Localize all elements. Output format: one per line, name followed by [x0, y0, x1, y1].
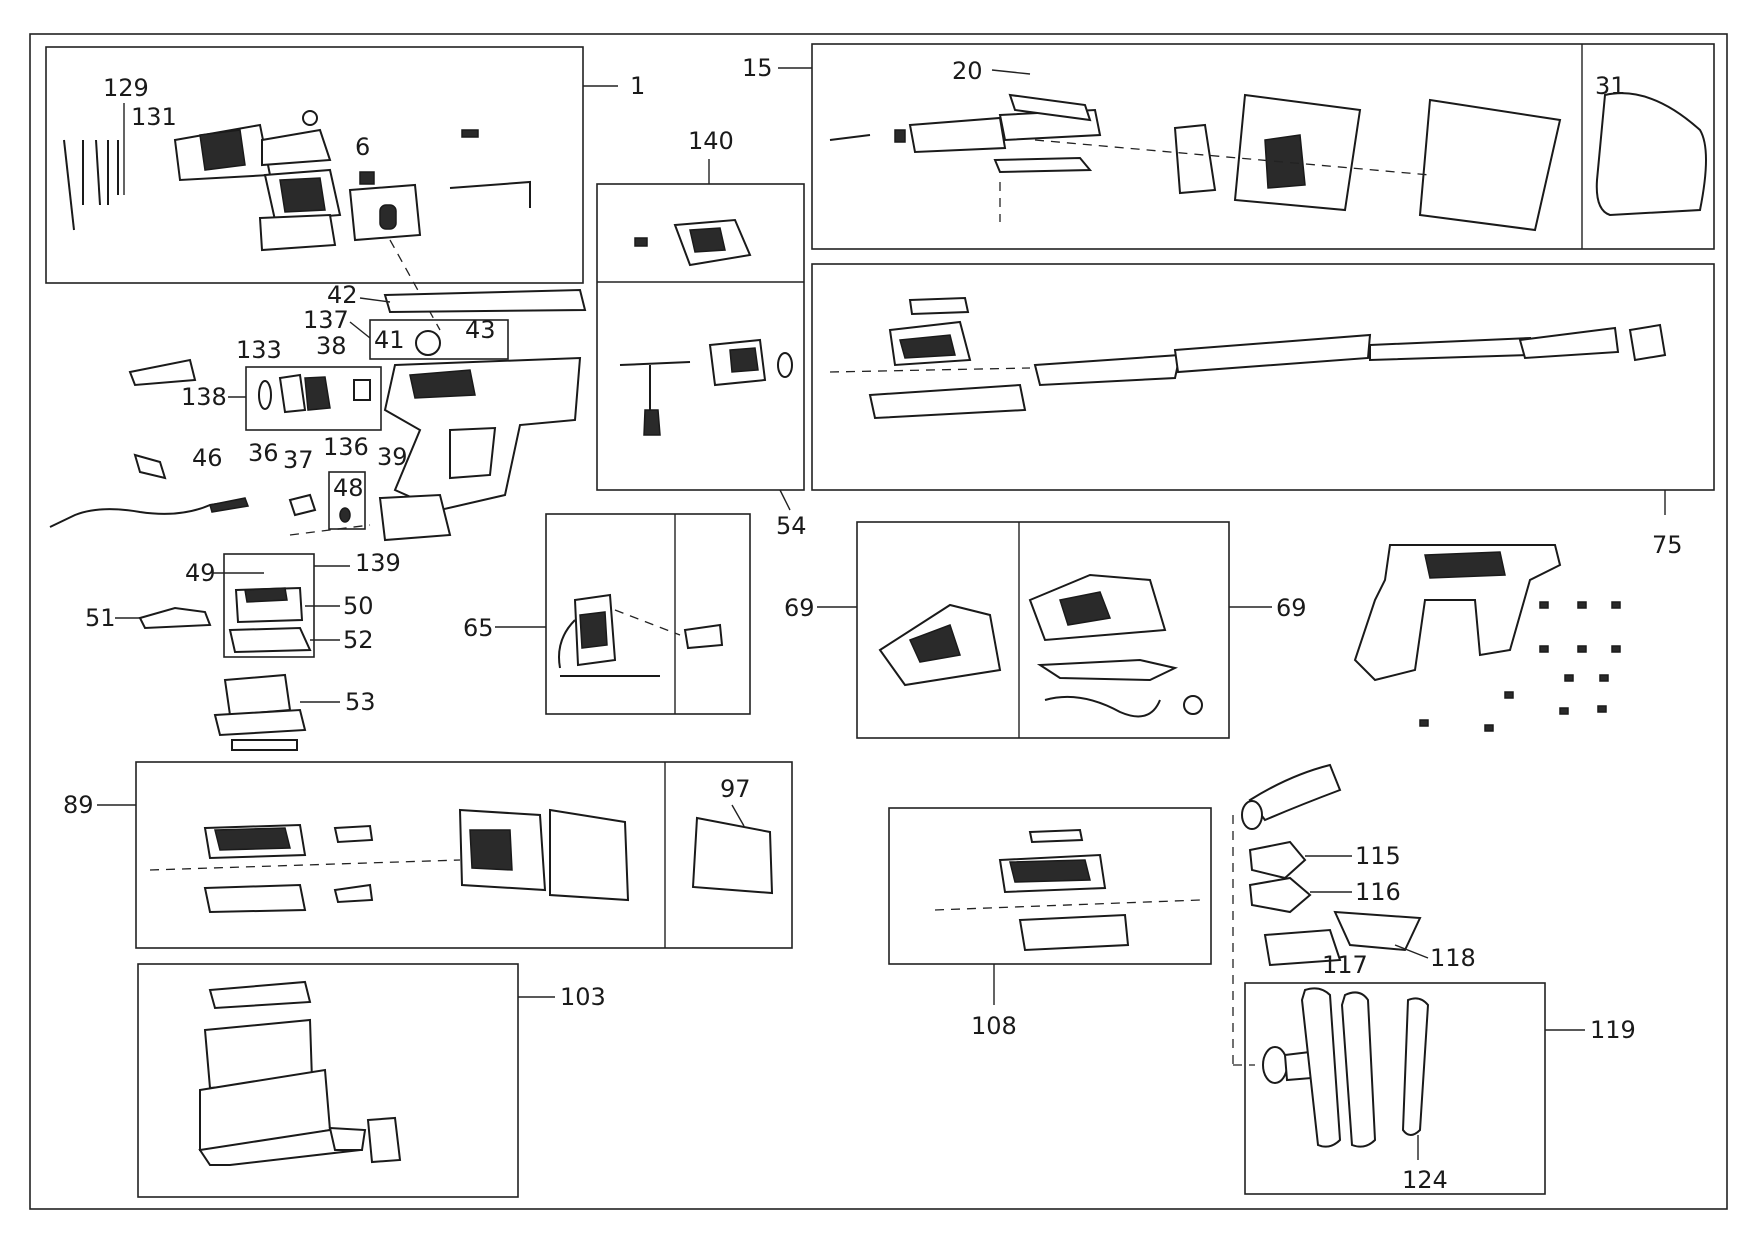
group-139-switch-assembly: 139 49 50 52 51 53 [85, 549, 401, 751]
callout-139: 139 [355, 549, 401, 577]
callout-46: 46 [192, 444, 223, 472]
callout-15: 15 [742, 54, 773, 82]
callout-20: 20 [952, 57, 983, 85]
callout-36: 36 [248, 439, 279, 467]
callout-89: 89 [63, 791, 94, 819]
callout-140: 140 [688, 127, 734, 155]
callout-118: 118 [1430, 944, 1476, 972]
callout-1: 1 [630, 72, 645, 100]
callout-54: 54 [776, 512, 807, 540]
group-119: 119 124 [1244, 982, 1636, 1195]
callout-103: 103 [560, 983, 606, 1011]
main-body-handle: 42 41 43 137 133 38 138 36 37 39 46 136 [49, 281, 587, 542]
accessories-115-118: 115 116 117 118 [1232, 763, 1476, 1066]
callout-136: 136 [323, 433, 369, 461]
callout-97: 97 [720, 775, 751, 803]
callout-65: 65 [463, 614, 494, 642]
group-69: 69 69 [784, 521, 1307, 739]
callout-69-right: 69 [1276, 594, 1307, 622]
group-140-54: 140 54 [596, 127, 807, 540]
group-108: 108 [888, 807, 1212, 1040]
callout-41: 41 [374, 326, 405, 354]
callout-53: 53 [345, 688, 376, 716]
callout-43: 43 [465, 316, 496, 344]
callout-116: 116 [1355, 878, 1401, 906]
diagram-border [29, 33, 1728, 1210]
callout-124: 124 [1402, 1166, 1448, 1194]
group-15-top-assembly: 15 20 31 [742, 43, 1715, 250]
callout-52: 52 [343, 626, 374, 654]
callout-119: 119 [1590, 1016, 1636, 1044]
callout-51: 51 [85, 604, 116, 632]
group-75-extension-tube: 75 [811, 263, 1715, 559]
group-103: 103 [137, 963, 606, 1198]
callout-75: 75 [1652, 531, 1683, 559]
callout-39: 39 [377, 443, 408, 471]
callout-108: 108 [971, 1012, 1017, 1040]
group-1-motor-assembly: 1 129 131 6 [45, 46, 645, 331]
callout-69-left: 69 [784, 594, 815, 622]
callout-38: 38 [316, 332, 347, 360]
callout-37: 37 [283, 446, 314, 474]
callout-138: 138 [181, 383, 227, 411]
callout-49: 49 [185, 559, 216, 587]
callout-42: 42 [327, 281, 358, 309]
housing-right [1353, 544, 1621, 732]
callout-133: 133 [236, 336, 282, 364]
callout-129: 129 [103, 74, 149, 102]
callout-137: 137 [303, 306, 349, 334]
group-65: 65 [463, 513, 751, 715]
callout-131: 131 [131, 103, 177, 131]
callout-50: 50 [343, 592, 374, 620]
callout-6: 6 [355, 133, 370, 161]
callout-117: 117 [1322, 951, 1368, 979]
group-89-97: 89 97 [63, 761, 793, 949]
callout-48: 48 [333, 474, 364, 502]
callout-115: 115 [1355, 842, 1401, 870]
